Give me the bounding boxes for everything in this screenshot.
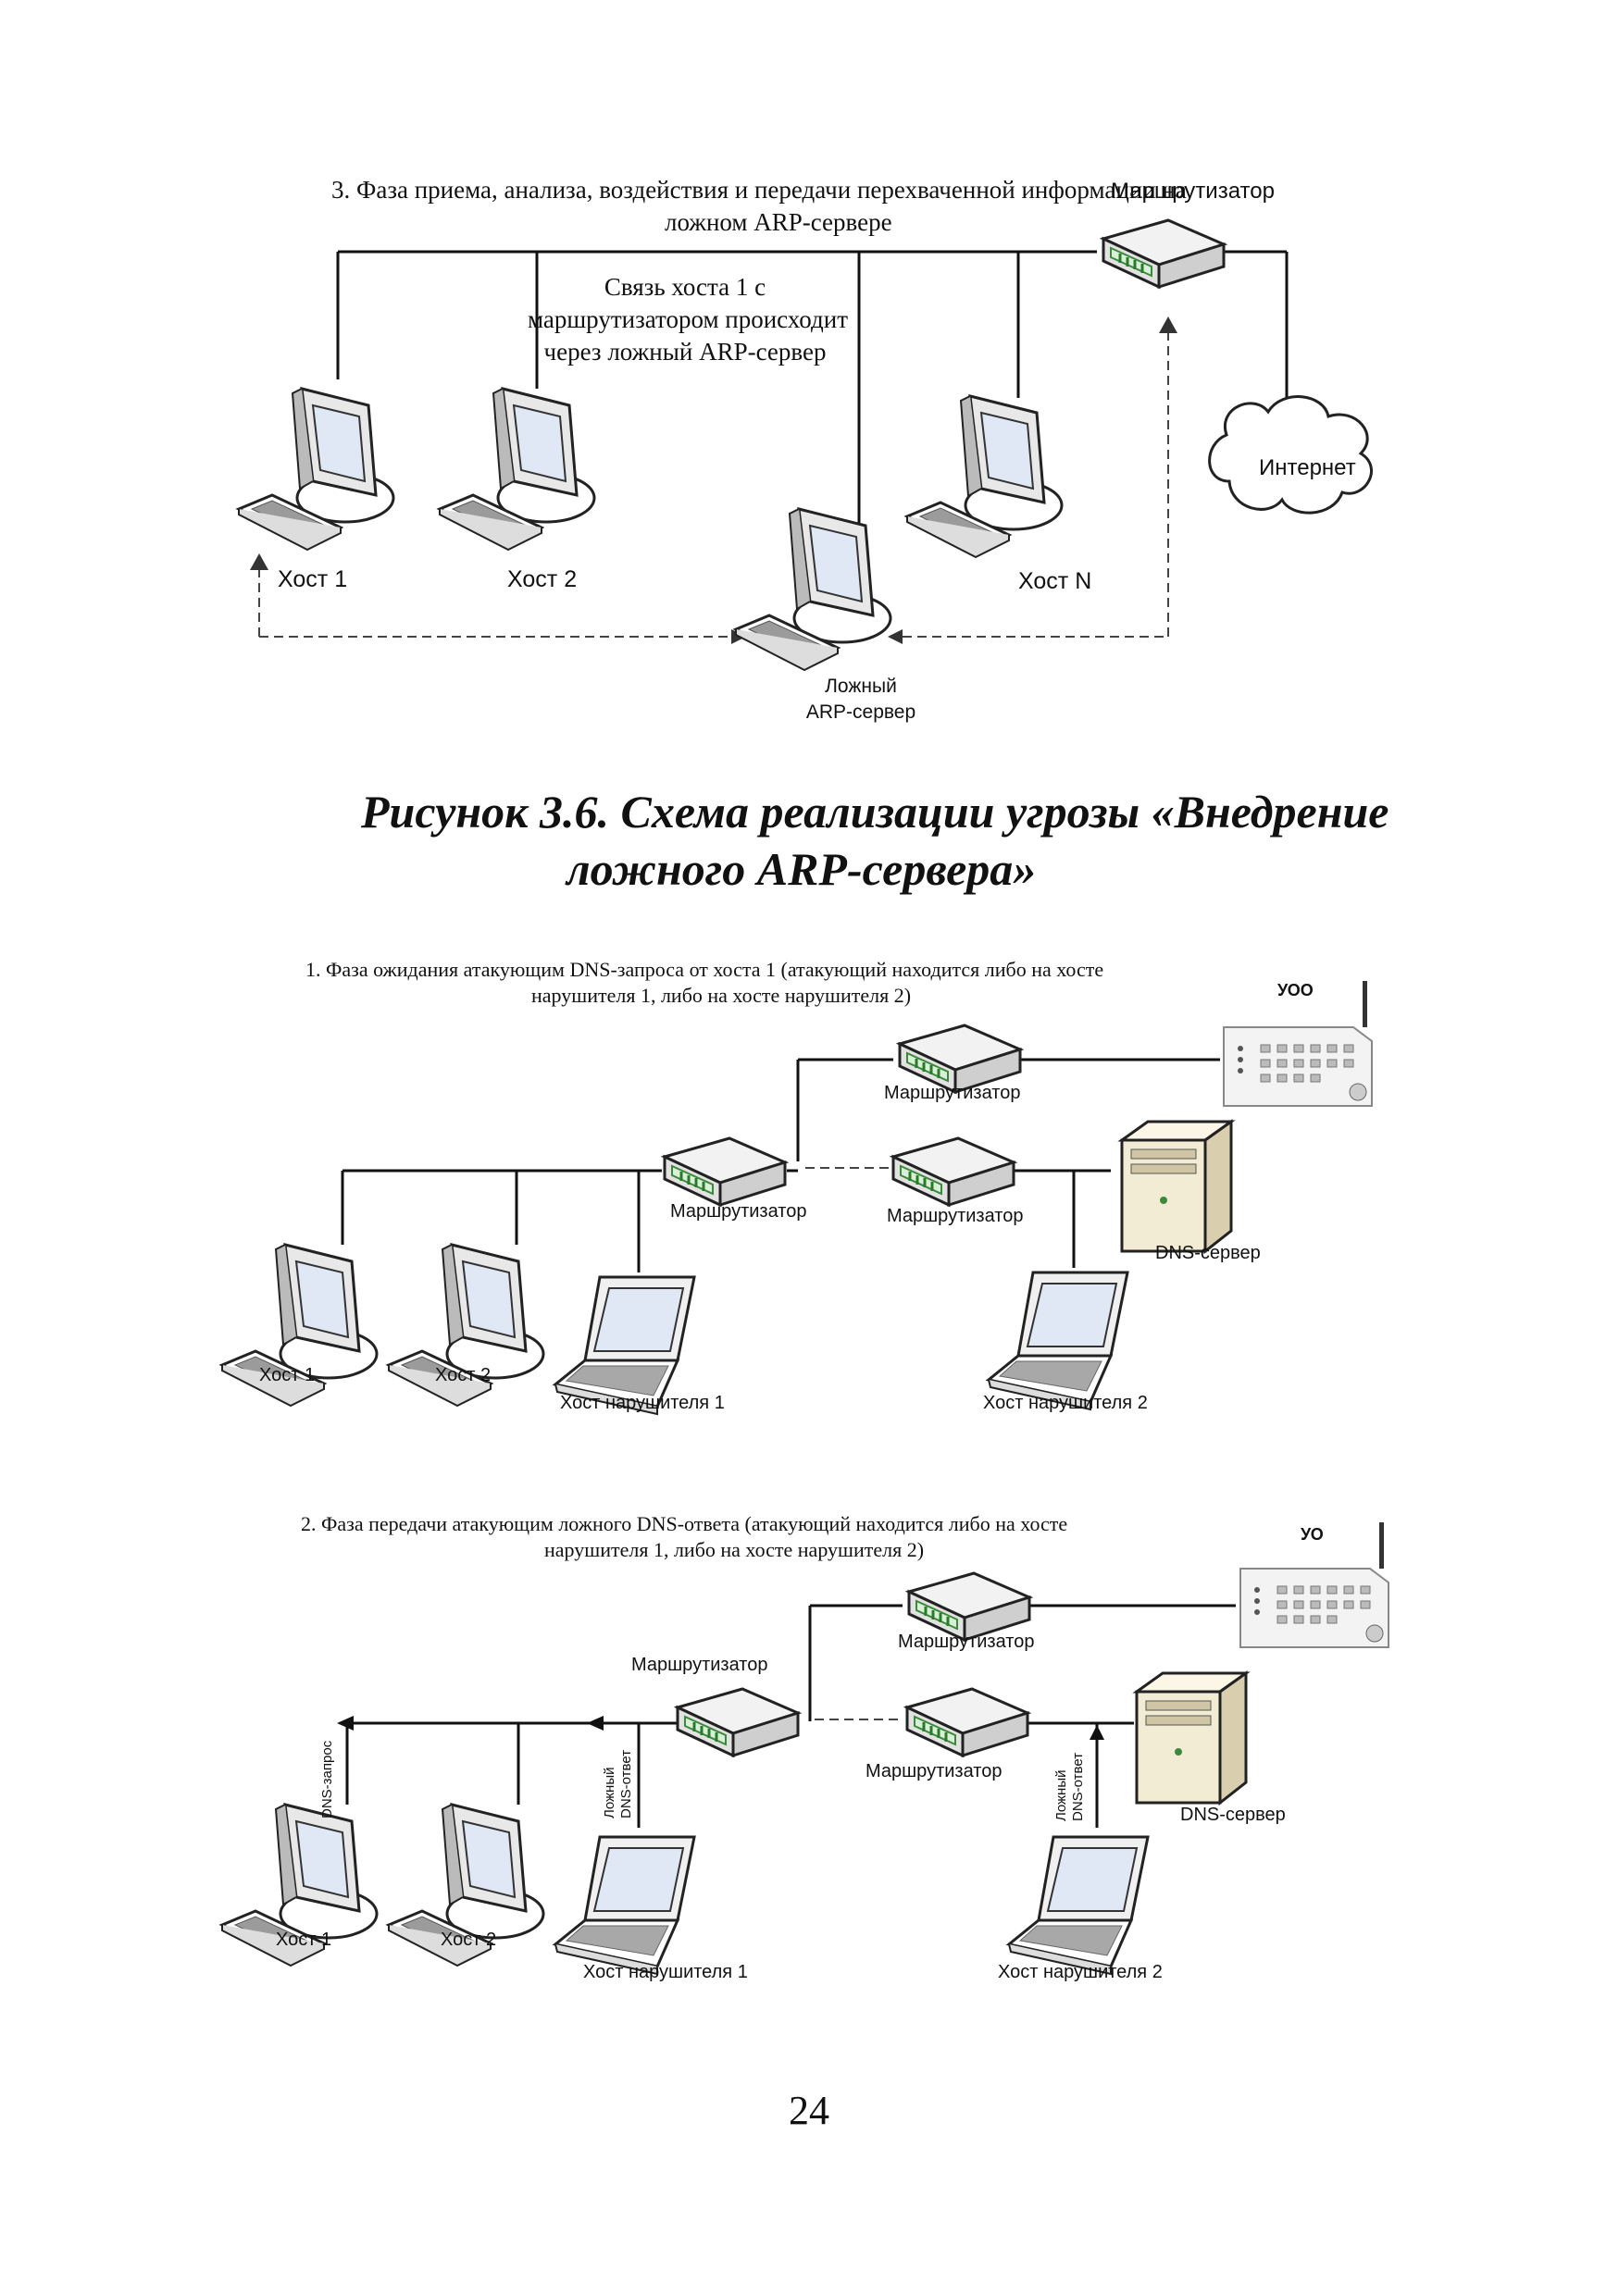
figure2-dns-server-icon [1120, 1120, 1233, 1253]
figure3-fake-dns-answer2-label: Ложный DNS-ответ [1053, 1753, 1087, 1821]
figure1-note-line2: маршрутизатором происходит [528, 305, 848, 333]
figure1-host2-label: Хост 2 [507, 566, 578, 592]
figure3-links [337, 1604, 1236, 1828]
figure3-router-left-icon [676, 1687, 800, 1757]
figure3-intruder1-label: Хост нарушителя 1 [583, 1962, 748, 1982]
figure3-router-right-icon [905, 1687, 1029, 1757]
figure3-phase-title-line2: нарушителя 1, либо на хосте нарушителя 2… [544, 1538, 925, 1561]
figure2-router-left-label: Маршрутизатор [670, 1201, 807, 1222]
figure2-intruder2-laptop-icon [987, 1271, 1129, 1411]
figure3-router-top-icon [907, 1571, 1031, 1642]
figure2-dns-server-label: DNS-сервер [1155, 1243, 1261, 1263]
figure1-internet-label: Интернет [1259, 455, 1356, 480]
figure3-intruder1-laptop-icon [554, 1835, 696, 1976]
figure3-router-top-label: Маршрутизатор [898, 1632, 1035, 1652]
figure1-note-line1: Связь хоста 1 с [604, 273, 766, 301]
figure3-dns-request-label: DNS-запрос [319, 1740, 335, 1818]
figure3-router-left-label: Маршрутизатор [631, 1655, 768, 1675]
figure2-intruder2-label: Хост нарушителя 2 [983, 1393, 1148, 1413]
figure2-router-right-label: Маршрутизатор [887, 1206, 1024, 1226]
figure-caption-line1: Рисунок 3.6. Схема реализации угрозы «Вн… [361, 786, 1389, 838]
figure2-router-right-icon [891, 1136, 1015, 1207]
figure3-router-right-label: Маршрутизатор [866, 1761, 1003, 1781]
figure3-fake-dns-answer2-line2: DNS-ответ [1070, 1752, 1086, 1821]
figure1-fake-arp-server-pc-icon [734, 507, 892, 672]
figure3-fake-dns-answer1-line1: Ложный [602, 1767, 617, 1819]
figure2-intruder1-label: Хост нарушителя 1 [560, 1393, 725, 1413]
figure3-phase-title-line1: 2. Фаза передачи атакующим ложного DNS-о… [301, 1512, 1068, 1535]
figure-caption-line2: ложного ARP-сервера» [567, 843, 1037, 895]
figure1-router-label: Маршрутизатор [1111, 179, 1275, 204]
figure1-host1-pc-icon [237, 387, 395, 552]
figure3-intruder2-label: Хост нарушителя 2 [998, 1962, 1163, 1982]
figure3-dns-server-icon [1135, 1671, 1248, 1805]
figure2-phase-title-line2: нарушителя 1, либо на хосте нарушителя 2… [531, 984, 912, 1007]
page-number: 24 [789, 2088, 829, 2133]
figure3-host2-label: Хост 2 [441, 1930, 497, 1950]
figure2-phase-title-line1: 1. Фаза ожидания атакующим DNS-запроса о… [305, 958, 1104, 981]
figure1-internet-cloud-icon [1208, 395, 1373, 515]
figure1-fake-arp-server-label-line1: Ложный [825, 676, 897, 697]
figure1-hostN-label: Хост N [1018, 568, 1092, 594]
figure2-router-left-icon [663, 1136, 787, 1207]
figure2-uoo-label: УОО [1277, 981, 1314, 999]
figure3-fake-dns-answer1-line2: DNS-ответ [618, 1749, 634, 1818]
figure3-uo-label: УО [1301, 1525, 1324, 1544]
figure2-host1-label: Хост 1 [259, 1365, 316, 1385]
figure1-host2-pc-icon [438, 387, 596, 552]
figure1-fake-arp-server-label-line2: ARP-сервер [805, 701, 916, 723]
figure3-fake-dns-answer2-line1: Ложный [1053, 1769, 1069, 1822]
figure1-host1-label: Хост 1 [278, 566, 348, 592]
figure3-intruder2-laptop-icon [1007, 1835, 1150, 1976]
figure3-host1-label: Хост 1 [276, 1930, 332, 1950]
figure2-links [341, 1058, 1220, 1272]
figure3-dns-server-label: DNS-сервер [1180, 1805, 1286, 1825]
figure1-router-icon [1102, 218, 1226, 289]
figure1-phase-title-line1: 3. Фаза приема, анализа, воздействия и п… [331, 176, 1187, 204]
figure1-note-line3: через ложный ARP-сервер [543, 338, 827, 366]
figure1-phase-title-line2: ложном ARP-сервере [665, 208, 892, 236]
figure2-host2-label: Хост 2 [435, 1365, 492, 1385]
figure2-router-top-label: Маршрутизатор [884, 1083, 1021, 1103]
figure1-hostN-pc-icon [905, 394, 1064, 559]
figure3-fake-dns-answer1-label: Ложный DNS-ответ [602, 1750, 635, 1818]
